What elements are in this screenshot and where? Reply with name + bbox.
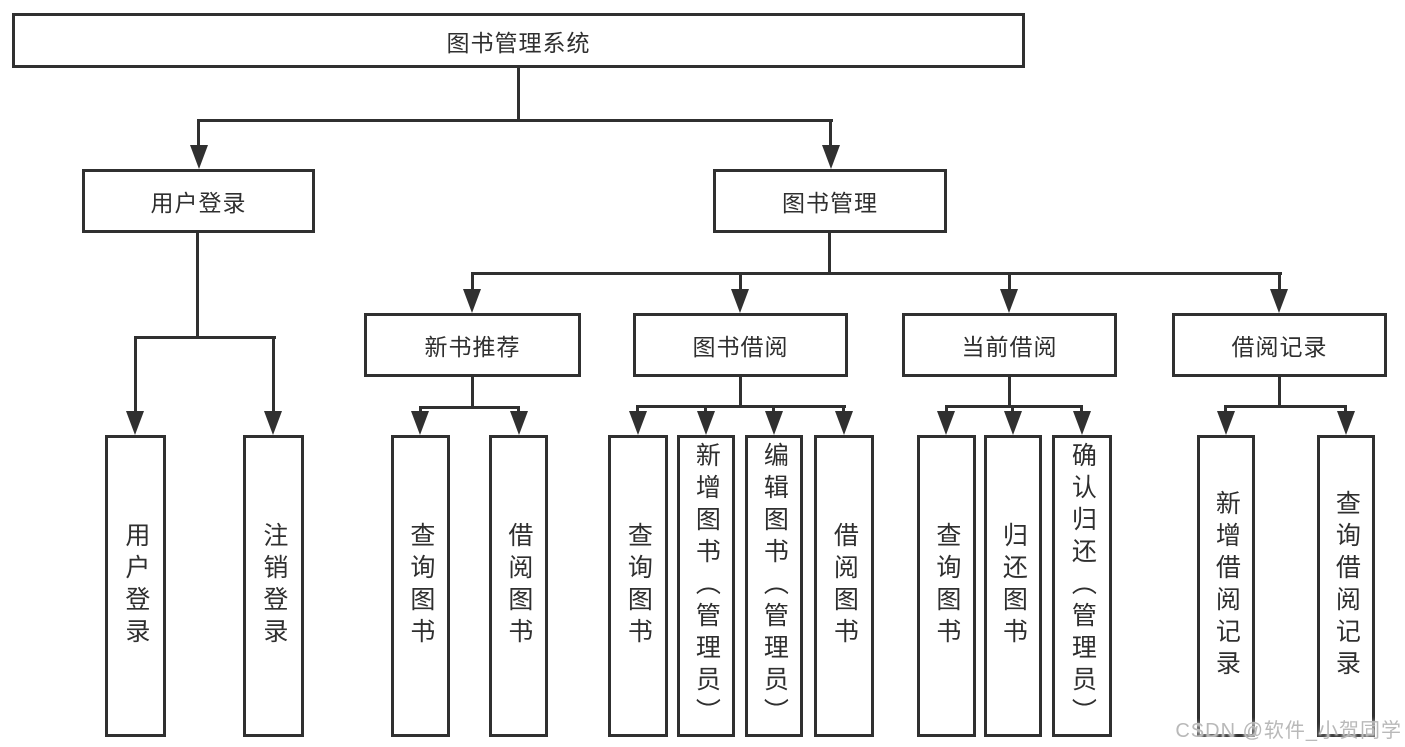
connector-line [772,405,775,411]
connector-line [842,405,845,411]
connector-line [134,336,276,339]
node-book-management-label: 图书管理 [782,190,878,216]
connector-line [471,377,474,408]
connector-line [1008,377,1011,408]
connector-arrowhead [1217,411,1235,435]
connector-line [197,119,833,122]
node-user-login-group: 用户登录 [82,169,315,233]
connector-arrowhead [463,289,481,313]
leaf-confirm-return-admin-label: 确认归还（管理员） [1068,442,1097,730]
node-borrow-records: 借阅记录 [1172,313,1387,377]
leaf-add-borrow-record: 新增借阅记录 [1197,435,1255,737]
leaf-query-books-borrow: 查询图书 [608,435,668,737]
node-book-management: 图书管理 [713,169,947,233]
leaf-add-borrow-record-label: 新增借阅记录 [1212,490,1241,682]
connector-line [1278,272,1281,289]
connector-line [739,272,742,289]
connector-line [945,405,948,411]
connector-line [1224,405,1227,411]
connector-line [636,405,639,411]
connector-arrowhead [190,145,208,169]
leaf-add-books-admin: 新增图书（管理员） [677,435,735,737]
connector-line [517,68,520,122]
leaf-return-books: 归还图书 [984,435,1042,737]
connector-arrowhead [697,411,715,435]
connector-arrowhead [822,145,840,169]
connector-line [739,377,742,408]
leaf-query-books-current-label: 查询图书 [932,522,961,650]
leaf-edit-books-admin-label: 编辑图书（管理员） [760,442,789,730]
connector-line [517,406,520,411]
leaf-borrow-books-recommend: 借阅图书 [489,435,548,737]
connector-arrowhead [731,289,749,313]
node-borrow-records-label: 借阅记录 [1231,334,1328,360]
connector-line [471,272,1282,275]
connector-line [196,233,199,338]
node-book-borrow-label: 图书借阅 [692,334,789,360]
node-root-label: 图书管理系统 [446,29,591,56]
connector-line [828,233,831,274]
connector-arrowhead [765,411,783,435]
connector-arrowhead [629,411,647,435]
connector-line [1080,405,1083,411]
leaf-borrow-books-borrow: 借阅图书 [814,435,874,737]
connector-line [1224,405,1347,408]
connector-arrowhead [1337,411,1355,435]
node-book-borrow: 图书借阅 [633,313,848,377]
watermark: CSDN @软件_小贺同学 [1175,720,1402,742]
leaf-query-books-recommend-label: 查询图书 [406,522,435,650]
connector-line [419,406,422,411]
connector-arrowhead [937,411,955,435]
connector-arrowhead [835,411,853,435]
leaf-add-books-admin-label: 新增图书（管理员） [692,442,721,730]
connector-line [1011,405,1014,411]
leaf-return-books-label: 归还图书 [999,522,1028,650]
connector-arrowhead [411,411,429,435]
leaf-borrow-books-borrow-label: 借阅图书 [830,522,859,650]
connector-arrowhead [126,411,144,435]
leaf-user-login: 用户登录 [105,435,166,737]
connector-line [419,406,520,409]
node-current-borrow: 当前借阅 [902,313,1117,377]
connector-arrowhead [510,411,528,435]
connector-line [197,119,200,146]
connector-line [636,405,846,408]
connector-arrowhead [264,411,282,435]
leaf-edit-books-admin: 编辑图书（管理员） [745,435,803,737]
leaf-query-borrow-record: 查询借阅记录 [1317,435,1375,737]
node-current-borrow-label: 当前借阅 [961,334,1058,360]
node-user-login-group-label: 用户登录 [150,190,247,216]
connector-line [829,119,832,146]
leaf-confirm-return-admin: 确认归还（管理员） [1052,435,1112,737]
connector-line [1008,272,1011,289]
leaf-query-books-current: 查询图书 [917,435,976,737]
node-new-book-recommend-label: 新书推荐 [424,334,521,360]
leaf-logout-login: 注销登录 [243,435,304,737]
connector-arrowhead [1000,289,1018,313]
connector-line [1344,405,1347,411]
connector-line [471,272,474,289]
node-root: 图书管理系统 [12,13,1025,68]
connector-arrowhead [1270,289,1288,313]
leaf-query-books-recommend: 查询图书 [391,435,450,737]
leaf-query-borrow-record-label: 查询借阅记录 [1332,490,1361,682]
connector-line [1278,377,1281,408]
leaf-borrow-books-recommend-label: 借阅图书 [504,522,533,650]
node-new-book-recommend: 新书推荐 [364,313,581,377]
connector-line [134,336,137,411]
connector-arrowhead [1073,411,1091,435]
leaf-user-login-label: 用户登录 [121,522,150,650]
leaf-logout-login-label: 注销登录 [259,522,288,650]
connector-arrowhead [1004,411,1022,435]
connector-line [704,405,707,411]
leaf-query-books-borrow-label: 查询图书 [624,522,653,650]
connector-line [272,336,275,411]
